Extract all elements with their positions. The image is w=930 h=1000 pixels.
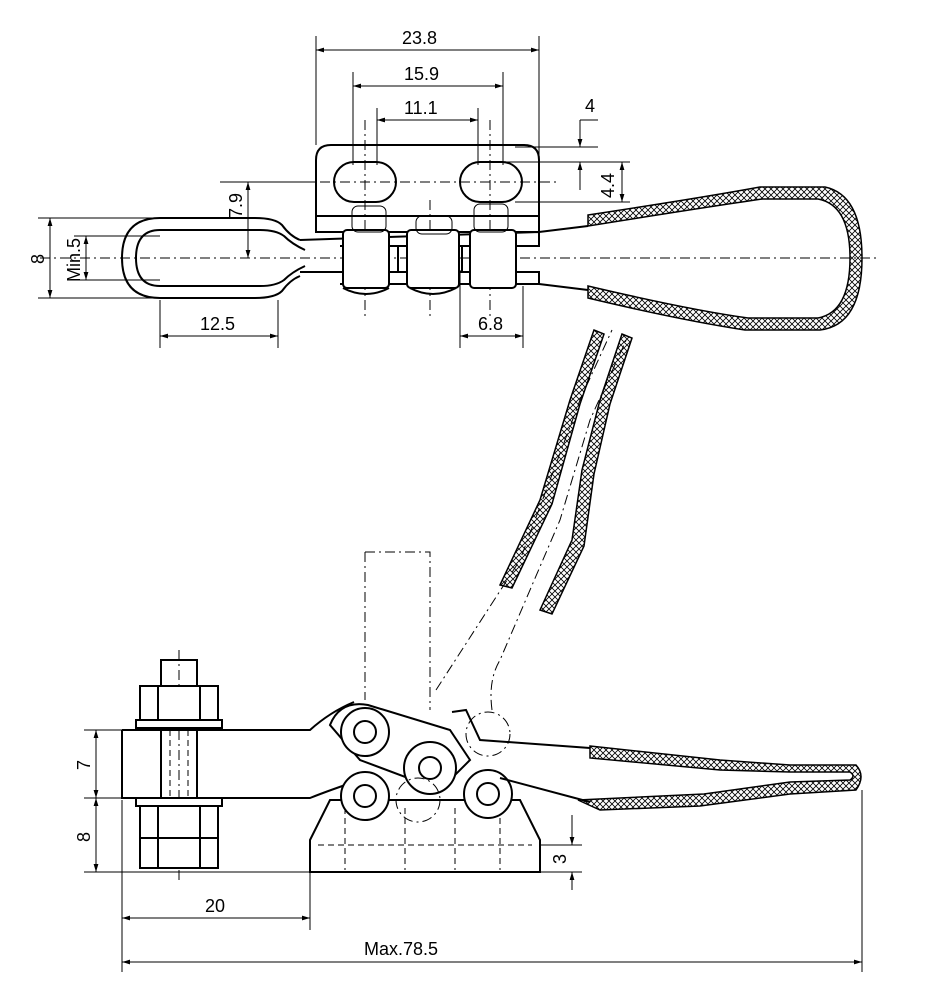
dim-4-4: 4.4 [598, 173, 618, 198]
side-handle-lever [451, 708, 591, 803]
bottom-nut [139, 837, 219, 869]
dim-3: 3 [550, 854, 570, 864]
pivot-4 [463, 769, 513, 819]
lower-nut [139, 805, 219, 839]
dim-max-78-5: Max.78.5 [364, 939, 438, 959]
top-pivot-mid [406, 229, 460, 289]
side-view [121, 329, 862, 880]
dim-20: 20 [205, 896, 225, 916]
dim-11-1: 11.1 [404, 98, 438, 118]
pivot-3 [340, 771, 390, 821]
top-dimensions: 23.8 15.9 11.1 4 4.4 7.9 8 [28, 28, 630, 348]
dim-12-5: 12.5 [200, 314, 235, 334]
top-spindle-loop [120, 217, 301, 299]
side-handle-grip [577, 745, 862, 811]
side-dimensions: 7 8 3 20 Max.78.5 [74, 729, 863, 972]
dim-4: 4 [585, 96, 595, 116]
dim-7-9: 7.9 [226, 193, 246, 218]
top-handle-grip [587, 186, 863, 331]
open-handle-grip [498, 329, 605, 589]
dim-8-side: 8 [74, 832, 94, 842]
dim-min-5: Min.5 [64, 238, 84, 282]
upper-nut [139, 685, 219, 721]
top-pivot-right [469, 229, 517, 289]
dim-6-8: 6.8 [478, 314, 503, 334]
dim-7: 7 [74, 760, 94, 770]
top-mount-block [315, 144, 540, 233]
dim-23-8: 23.8 [402, 28, 437, 48]
dim-8-loop: 8 [28, 254, 48, 264]
pivot-2 [403, 741, 457, 795]
pivot-1 [340, 707, 390, 757]
top-pivot-left [342, 229, 390, 289]
top-view [40, 120, 880, 331]
dim-15-9: 15.9 [404, 64, 439, 84]
